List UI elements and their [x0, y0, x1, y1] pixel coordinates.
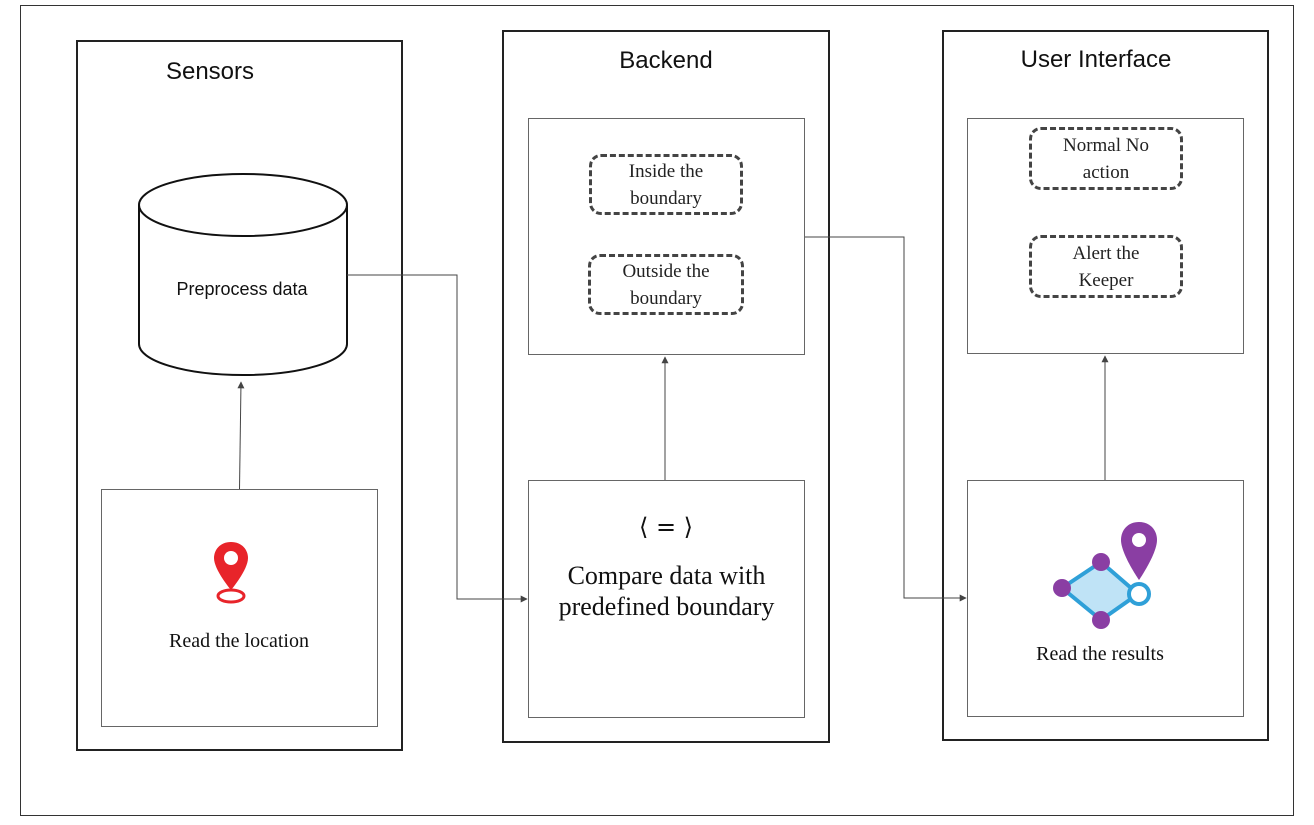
normal-no-action-option: Normal No action: [1029, 127, 1183, 190]
alert-keeper-option: Alert the Keeper: [1029, 235, 1183, 298]
connector-location-to-database: [237, 381, 245, 490]
geofence-map-pin-icon: [1053, 522, 1157, 629]
user-interface-title: User Interface: [1020, 46, 1172, 73]
sensors-title: Sensors: [165, 58, 255, 85]
database-cylinder-icon: [138, 173, 348, 376]
read-location-box: [101, 489, 378, 727]
compare-box: [528, 480, 805, 718]
database-label: Preprocess data: [176, 279, 308, 299]
backend-title: Backend: [619, 47, 713, 74]
read-results-label: Read the results: [1036, 643, 1164, 665]
compare-label: Compare data with predefined boundary: [558, 561, 775, 621]
outside-boundary-option: Outside the boundary: [588, 254, 744, 315]
read-location-label: Read the location: [169, 630, 309, 652]
map-pin-icon: [214, 542, 248, 604]
compare-code-icon: ⟨ = ⟩: [638, 513, 694, 541]
connector-result-to-ui: [805, 236, 967, 602]
connector-database-to-compare: [347, 274, 528, 603]
inside-boundary-option: Inside the boundary: [589, 154, 743, 215]
